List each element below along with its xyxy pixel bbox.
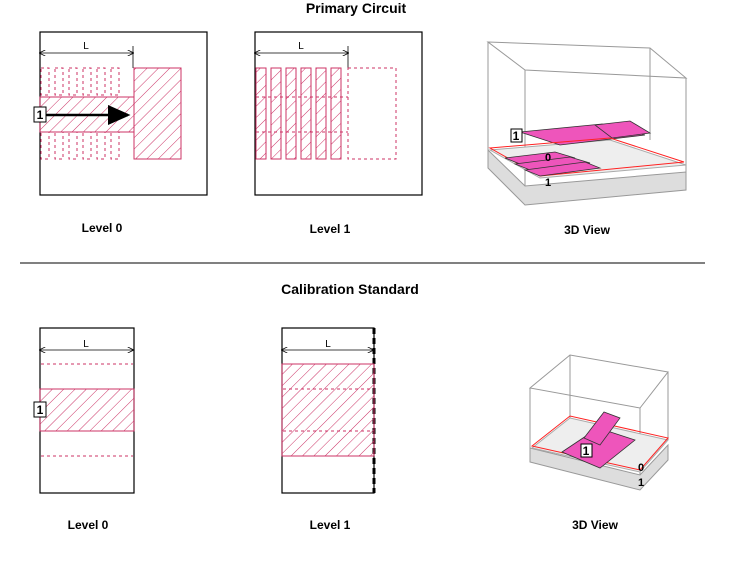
level-0-label: 0 <box>638 462 644 474</box>
calibration-level1-diagram: L <box>281 327 376 494</box>
through-line-3d <box>583 411 621 446</box>
stub-pad <box>133 67 182 160</box>
calibration-level1-caption: Level 1 <box>309 518 351 532</box>
level-1-label: 1 <box>545 177 551 189</box>
through-line <box>39 388 135 432</box>
primary-3d-view: 1 0 1 <box>486 41 688 206</box>
dimension-label: L <box>83 339 89 350</box>
primary-level1-diagram: L <box>255 31 423 196</box>
primary-3d-caption: 3D View <box>564 223 610 237</box>
primary-circuit-title: Primary Circuit <box>305 0 407 16</box>
dimension-label: L <box>83 41 89 52</box>
port-label: 1 <box>513 129 520 143</box>
finger <box>300 67 312 160</box>
short-pad <box>281 363 375 457</box>
finger <box>285 67 297 160</box>
port-label: 1 <box>37 108 44 122</box>
finger <box>330 67 342 160</box>
port-box <box>33 401 47 418</box>
level-0-label: 0 <box>545 152 551 164</box>
port-box <box>33 106 47 123</box>
primary-level0-caption: Level 0 <box>81 221 123 235</box>
finger <box>315 67 327 160</box>
dimension-label: L <box>325 339 331 350</box>
port-label: 1 <box>583 444 590 458</box>
calibration-level0-caption: Level 0 <box>67 518 109 532</box>
level-1-label: 1 <box>638 477 644 489</box>
calibration-3d-view: 1 0 1 <box>528 354 669 491</box>
primary-level1-caption: Level 1 <box>309 222 351 236</box>
finger <box>255 67 267 160</box>
primary-level0-diagram: L 1 <box>33 31 208 196</box>
calibration-level0-diagram: L 1 <box>33 327 135 494</box>
dimension-label: L <box>298 41 304 52</box>
calibration-standard-title: Calibration Standard <box>281 281 419 297</box>
calibration-3d-caption: 3D View <box>572 518 618 532</box>
port-label: 1 <box>37 403 44 417</box>
finger <box>270 67 282 160</box>
